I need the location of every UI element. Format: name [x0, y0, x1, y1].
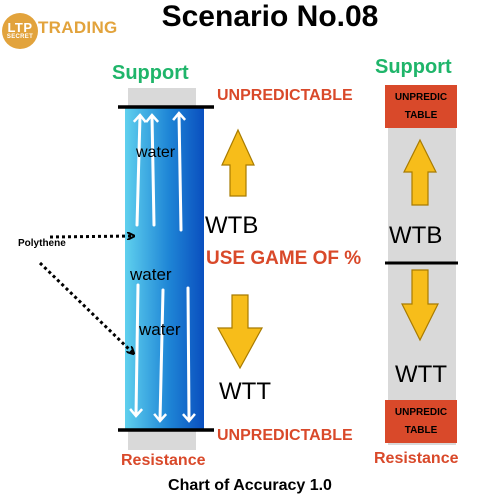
logo-brand-text: TRADING [38, 18, 118, 37]
right-down-arrow [401, 269, 439, 342]
water-label-middle: water [130, 265, 172, 284]
logo-badge-text: LTP [7, 20, 33, 35]
polythene-arrow-upper [49, 236, 133, 237]
right-grey-column [388, 85, 456, 445]
left-up-arrow [221, 128, 255, 197]
left-bottom-unpredictable-label: UNPREDICTABLE [217, 427, 353, 444]
left-wtt-label: WTT [219, 378, 271, 405]
water-flow-arrows [129, 111, 196, 423]
right-support-label: Support [375, 56, 452, 78]
flow-arrow-down-2 [153, 288, 168, 423]
page-title: Scenario No.08 [161, 0, 379, 33]
flow-arrow-up-1 [132, 113, 147, 227]
right-top-unpredictable-box: UNPREDIC TABLE [385, 85, 457, 128]
water-label-bottom: water [139, 320, 181, 339]
right-top-box-line1: UNPREDIC [394, 91, 448, 103]
left-support-label: Support [112, 62, 189, 84]
right-resistance-label: Resistance [374, 450, 459, 467]
right-bottom-box-line2: TABLE [404, 424, 438, 436]
right-bottom-unpredictable-box: UNPREDIC TABLE [385, 400, 457, 443]
flow-arrow-up-2 [145, 113, 160, 227]
right-wtb-label: WTB [389, 222, 443, 249]
right-bottom-box-line1: UNPREDIC [394, 406, 448, 418]
flow-arrow-up-3 [172, 111, 187, 232]
right-up-arrow [403, 138, 437, 206]
left-down-arrow [216, 294, 264, 370]
water-label-top: water [136, 144, 176, 161]
polythene-label: Polythene [18, 238, 66, 249]
logo-badge: LTP SECRET [2, 13, 38, 49]
use-game-of-percent-label: USE GAME OF % [206, 248, 362, 269]
logo-badge-subtext: SECRET [6, 34, 34, 40]
left-resistance-label: Resistance [121, 452, 206, 469]
flow-arrow-down-1 [129, 283, 144, 418]
chart-footer-caption: Chart of Accuracy 1.0 [168, 477, 332, 494]
flow-arrow-down-3 [182, 286, 196, 423]
right-top-box-line2: TABLE [404, 109, 438, 121]
left-wtb-label: WTB [205, 212, 259, 239]
left-top-unpredictable-label: UNPREDICTABLE [217, 87, 353, 104]
polythene-arrow-lower [38, 261, 133, 353]
right-wtt-label: WTT [395, 361, 447, 388]
